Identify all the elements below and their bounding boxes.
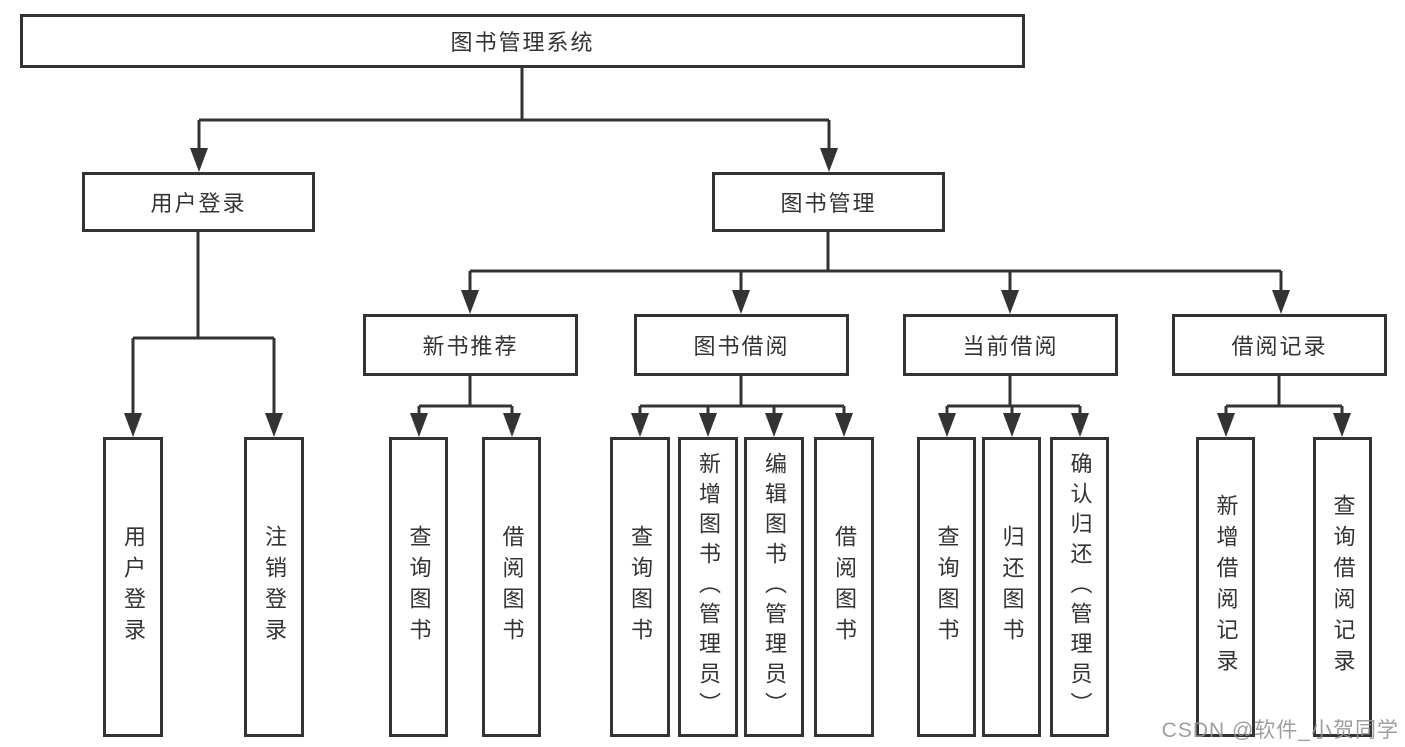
node-label: 查询图书 <box>934 525 960 649</box>
node-label: 新书推荐 <box>422 334 519 359</box>
node-library-system: 图书管理系统 <box>20 14 1025 68</box>
node-current-borrow: 当前借阅 <box>903 314 1118 376</box>
leaf-edit-books-admin: 编辑图书（管理员） <box>744 437 804 737</box>
leaf-add-books-admin: 新增图书（管理员） <box>678 437 738 737</box>
leaf-borrow-books-recommend: 借阅图书 <box>482 437 541 737</box>
node-label: 用户登录 <box>121 525 146 649</box>
node-label: 图书管理 <box>780 191 877 216</box>
node-user-login: 用户登录 <box>82 172 315 232</box>
node-label: 编辑图书（管理员） <box>762 452 787 722</box>
leaf-add-borrow-record: 新增借阅记录 <box>1196 437 1255 737</box>
node-label: 确认归还（管理员） <box>1067 452 1093 722</box>
node-label: 注销登录 <box>262 525 287 649</box>
node-label: 用户登录 <box>150 191 247 216</box>
node-label: 借阅记录 <box>1231 334 1328 359</box>
node-label: 新增图书（管理员） <box>696 452 721 722</box>
leaf-query-books-borrow: 查询图书 <box>610 437 670 737</box>
leaf-query-books-recommend: 查询图书 <box>389 437 448 737</box>
node-book-borrow: 图书借阅 <box>634 314 849 376</box>
leaf-confirm-return-admin: 确认归还（管理员） <box>1050 437 1109 737</box>
leaf-user-login: 用户登录 <box>103 437 163 737</box>
node-book-management: 图书管理 <box>712 172 945 232</box>
node-new-book-recommend: 新书推荐 <box>363 314 578 376</box>
node-label: 图书管理系统 <box>450 30 595 55</box>
csdn-watermark: CSDN @软件_小贺同学 <box>1161 719 1399 742</box>
leaf-logout-login: 注销登录 <box>244 437 304 737</box>
node-label: 查询图书 <box>628 525 653 649</box>
node-label: 查询图书 <box>406 525 432 649</box>
node-label: 借阅图书 <box>499 525 525 649</box>
node-label: 当前借阅 <box>962 334 1059 359</box>
node-label: 图书借阅 <box>693 334 790 359</box>
node-label: 查询借阅记录 <box>1330 494 1356 680</box>
node-label: 借阅图书 <box>832 525 857 649</box>
node-borrow-records: 借阅记录 <box>1172 314 1387 376</box>
leaf-return-books: 归还图书 <box>982 437 1041 737</box>
leaf-borrow-books: 借阅图书 <box>814 437 874 737</box>
leaf-query-books-current: 查询图书 <box>917 437 976 737</box>
node-label: 新增借阅记录 <box>1213 494 1239 680</box>
node-label: 归还图书 <box>999 525 1025 649</box>
leaf-query-borrow-record: 查询借阅记录 <box>1313 437 1372 737</box>
